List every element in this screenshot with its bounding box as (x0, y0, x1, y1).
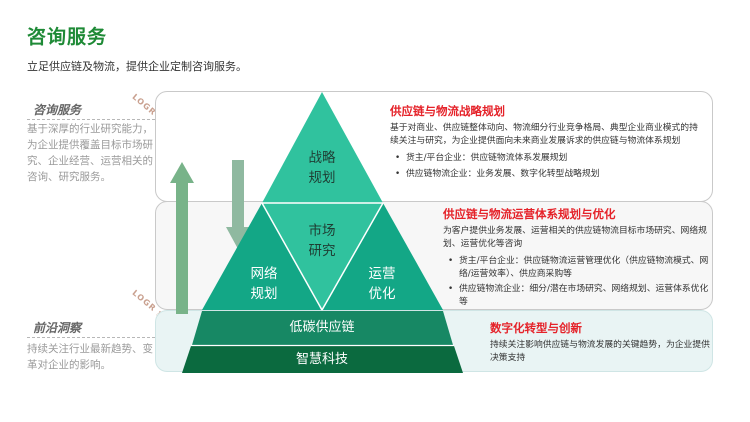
block-strategy-desc: 基于对商业、供应链整体动向、物流细分行业竞争格局、典型企业商业模式的持续关注与研… (390, 123, 698, 146)
page-title: 咨询服务 (27, 26, 108, 48)
band-label-low-carbon: 低碳供应链 (289, 320, 355, 335)
block-strategy: 供应链与物流战略规划 基于对商业、供应链整体动向、物流细分行业竞争格局、典型企业… (390, 103, 706, 183)
frontier-heading: 前沿洞察 (33, 321, 82, 335)
block-digital-title: 数字化转型与创新 (490, 321, 582, 335)
pyramid-left (202, 203, 322, 310)
arrow-up-shape (170, 162, 194, 314)
block-digital: 数字化转型与创新 持续关注影响供应链与物流发展的关键趋势，为企业提供决策支持 (490, 320, 710, 364)
frontier-divider (27, 337, 155, 338)
block-operations: 供应链与物流运营体系规划与优化 为客户提供业务发展、运营相关的供应链物流目标市场… (443, 206, 709, 311)
block-operations-desc: 为客户提供业务发展、运营相关的供应链物流目标市场研究、网络规划、运营优化等咨询 (443, 226, 707, 249)
band-low-carbon (192, 311, 453, 345)
block-strategy-title: 供应链与物流战略规划 (390, 104, 505, 118)
list-item: 货主/平台企业：供应链物流运营管理优化（供应链物流模式、网络/运营效率）、供应商… (443, 255, 709, 280)
pyramid-top (262, 92, 383, 203)
block-digital-desc: 持续关注影响供应链与物流发展的关键趋势，为企业提供决策支持 (490, 340, 710, 363)
list-item: 供应链物流企业：细分/潜在市场研究、网络规划、运营体系优化等 (443, 283, 709, 308)
band-label-smart-tech: 智慧科技 (295, 352, 348, 367)
list-item: 供应链物流企业：业务发展、数字化转型战略规划 (390, 168, 706, 181)
block-strategy-list: 货主/平台企业：供应链物流体系发展规划 供应链物流企业：业务发展、数字化转型战略… (390, 152, 706, 180)
pyramid-label-network: 网络规划 (250, 266, 278, 302)
list-item: 货主/平台企业：供应链物流体系发展规划 (390, 152, 706, 165)
band-smart-tech (182, 346, 463, 373)
consulting-heading: 咨询服务 (33, 103, 82, 117)
block-operations-list: 货主/平台企业：供应链物流运营管理优化（供应链物流模式、网络/运营效率）、供应商… (443, 255, 709, 308)
pyramid-label-strategy: 战略规划 (308, 150, 336, 186)
panel-strategy (155, 91, 713, 202)
page-subtitle: 立足供应链及物流，提供企业定制咨询服务。 (27, 60, 247, 73)
block-operations-title: 供应链与物流运营体系规划与优化 (443, 207, 616, 221)
arrow-down-shape (226, 160, 250, 249)
frontier-text: 持续关注行业最新趋势、变革对企业的影响。 (27, 343, 153, 371)
pyramid-right (322, 203, 443, 310)
pyramid-center (262, 203, 383, 310)
pyramid-label-market: 市场研究 (308, 223, 336, 259)
consulting-text: 基于深厚的行业研究能力，为企业提供覆盖目标市场研究、企业经营、运营相关的咨询、研… (27, 123, 153, 183)
consulting-divider (27, 119, 155, 120)
pyramid-label-operations: 运营优化 (368, 266, 396, 302)
